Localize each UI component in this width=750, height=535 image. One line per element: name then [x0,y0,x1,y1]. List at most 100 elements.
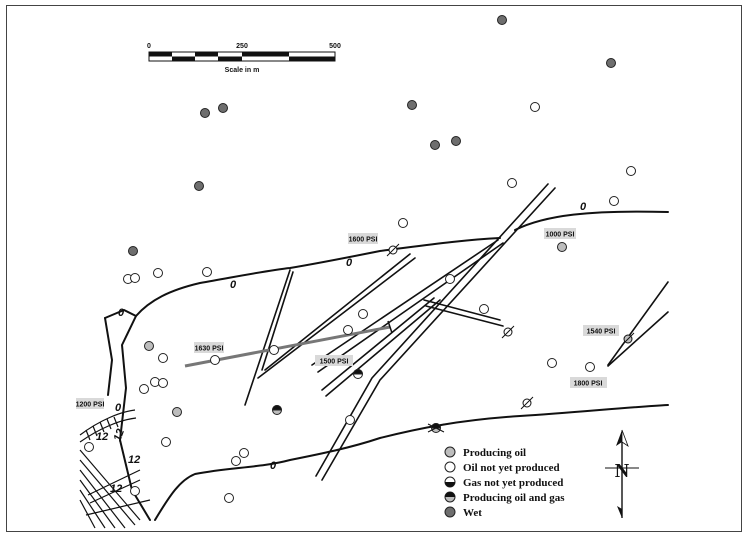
pressure-tag-box [544,228,576,239]
scale-segment [242,52,289,57]
contour-label: 12 [112,427,127,443]
gas-not-produced-well [352,369,364,379]
pressure-tag: 1200 PSI [76,402,105,409]
fault-block-left-inner [104,317,113,396]
legend-label: Producing oil [463,447,526,459]
legend: Producing oil Oil not yet produced Gas n… [444,446,565,519]
contour-fan-line [79,499,96,529]
oil-not-produced-well [158,378,168,388]
wet-well [606,58,616,68]
oil-not-produced-well [210,355,220,365]
scale-segment [172,56,195,61]
north-arrow-icon: N [605,429,639,518]
legend-label: Wet [463,507,482,519]
contour-fan-line [79,469,126,529]
fault-line [423,299,501,321]
pressure-tag: 1540 PSI [587,329,616,336]
scale-segment [195,52,218,57]
wet-well [218,103,228,113]
oil-not-produced-well [343,325,353,335]
section-line-endcap [387,320,393,334]
oil-not-produced-well [158,353,168,363]
oil-not-produced-well [530,102,540,112]
oil-not-produced-well [130,273,140,283]
oil-not-produced-well [139,384,149,394]
contour-label: 0 [580,201,587,213]
contour-label: 0 [118,307,125,319]
contour-line-upper-right [514,210,669,231]
fault-block-left [104,309,151,521]
contour-line-upper [135,237,501,317]
contour-fan-line [79,479,116,529]
oil-not-produced-well [585,362,595,372]
fault-lines [244,183,669,481]
producing-oil-well [557,242,567,252]
contour-label: 12 [110,483,122,495]
fault-line [315,183,549,477]
scale-segment [289,56,335,61]
contour-label: 0 [346,257,353,269]
pressure-tag-box [76,398,104,409]
legend-symbol-gas-not-produced [444,476,456,488]
scale-bar: 0 250 500 Scale in m [147,43,341,74]
pressure-tag: 1500 PSI [320,359,349,366]
scale-caption: Scale in m [225,67,260,74]
pressure-tag-box [315,355,353,366]
wet-well [200,108,210,118]
abandoned-well [386,243,400,257]
wet-well [407,100,417,110]
pressure-tag-box [194,342,224,353]
abandoned-well [501,325,515,339]
oil-not-produced-well [84,442,94,452]
contour-fan-line [79,459,136,526]
fault-line [607,281,669,366]
wet-well [451,136,461,146]
oil-not-produced-well [269,345,279,355]
scale-tick-label: 250 [236,43,248,50]
contour-label: 12 [128,454,140,466]
abandoned-well [520,396,534,410]
wells [84,15,636,503]
contour-line-lower [154,404,669,521]
oil-not-produced-well [626,166,636,176]
fault-line [257,257,416,379]
abandoned-well [621,332,635,346]
legend-label: Oil not yet produced [463,462,560,474]
pressure-tag: 1600 PSI [349,237,378,244]
producing-oil-well [172,407,182,417]
fault-line [311,239,499,366]
scale-segment [218,56,242,61]
contour-lines [104,210,669,521]
producing-oil-gas-well [427,423,445,433]
pressure-tag: 1000 PSI [546,232,575,239]
pressure-tag-box [348,233,378,244]
scale-tick-label: 0 [147,43,151,50]
abandoned-wells [386,243,635,410]
fault-line [264,253,411,371]
fault-line [244,269,291,406]
map-frame [6,5,742,532]
oil-not-produced-well [345,415,355,425]
contour-label: 12 [96,431,108,443]
oil-not-produced-well [358,309,368,319]
producing-oil-gas-well [271,405,283,415]
legend-symbol-oil-not-produced [444,461,456,473]
oil-not-produced-well [202,267,212,277]
fault-line [261,271,294,371]
oil-not-produced-well [479,304,489,314]
contour-fan-line [85,469,151,516]
oil-not-produced-well [231,456,241,466]
pressure-tag: 1800 PSI [574,381,603,388]
fault-line [321,187,556,481]
oil-not-produced-well [130,486,140,496]
oil-not-produced-well [507,178,517,188]
contour-label: 0 [270,460,277,472]
wet-well [128,246,138,256]
producing-oil-well [144,341,154,351]
fault-line [325,299,441,397]
pressure-tag-box [570,377,607,388]
oil-not-produced-well [398,218,408,228]
contour-fan-left [79,409,151,529]
contour-label: 0 [115,402,122,414]
